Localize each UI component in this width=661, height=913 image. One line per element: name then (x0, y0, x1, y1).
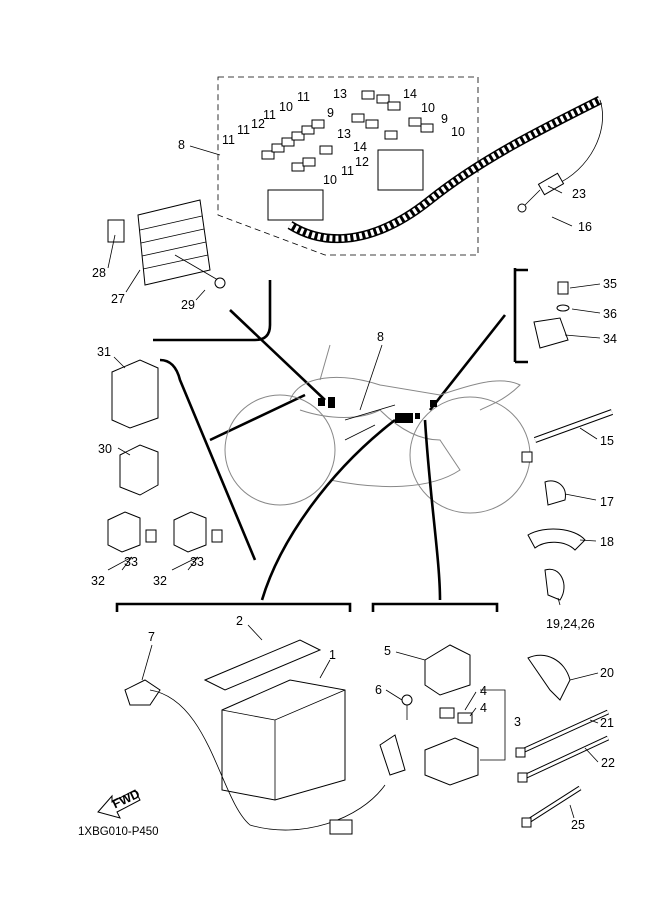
callout: 20 (600, 666, 614, 680)
callout: 3 (514, 715, 521, 729)
relays (107, 359, 223, 571)
callout: 28 (92, 266, 106, 280)
lower-left-bracket (115, 602, 352, 612)
callout: 31 (97, 345, 111, 359)
callout: 30 (98, 442, 112, 456)
callout: 33 (124, 555, 138, 569)
callout: 2 (236, 614, 243, 628)
callout: 22 (601, 756, 615, 770)
callout: 25 (571, 818, 585, 832)
callout: 27 (111, 292, 125, 306)
callout: 9 (327, 106, 334, 120)
callout: 21 (600, 716, 614, 730)
motorcycle-outline (224, 344, 531, 514)
callout: 6 (375, 683, 382, 697)
callout-labels: 13 14 10 9 9 10 11 11 10 12 11 11 13 14 … (91, 87, 617, 832)
callout: 10 (451, 125, 465, 139)
callout: 10 (421, 101, 435, 115)
callout: 13 (333, 87, 347, 101)
diagram-code: 1XBG010-P450 (78, 826, 159, 838)
callout: 12 (251, 117, 265, 131)
callout: 18 (600, 535, 614, 549)
callout: 7 (148, 630, 155, 644)
fuses (261, 90, 434, 172)
callout: 32 (153, 574, 167, 588)
callout: 1 (329, 648, 336, 662)
callout: 11 (237, 123, 250, 137)
callout: 14 (403, 87, 417, 101)
callout: 15 (600, 434, 614, 448)
callout: 10 (279, 100, 293, 114)
rectifier-regulator (107, 199, 226, 289)
callout: 11 (341, 164, 354, 178)
callout: 34 (603, 332, 617, 346)
callout: 11 (297, 90, 310, 104)
callout: 29 (181, 298, 195, 312)
callout: 35 (603, 277, 617, 291)
callout: 9 (441, 112, 448, 126)
callout: 12 (355, 155, 369, 169)
starter-relay (379, 644, 506, 786)
callout-bracket-top-left (153, 280, 272, 342)
callout: 10 (323, 173, 337, 187)
callout: 32 (91, 574, 105, 588)
callout: 5 (384, 644, 391, 658)
callout: 4 (480, 684, 487, 698)
leader-lines (107, 145, 601, 819)
harness-group-dashed-outline (217, 76, 479, 256)
wire-harness (267, 95, 603, 244)
callout: 19,24,26 (546, 617, 595, 631)
callout: 11 (222, 133, 235, 147)
callout: 13 (337, 127, 351, 141)
callout: 17 (600, 495, 614, 509)
callout: 4 (480, 701, 487, 715)
battery (124, 639, 386, 835)
callout: 36 (603, 307, 617, 321)
callout: 33 (190, 555, 204, 569)
lower-right-bracket (371, 602, 499, 612)
callout: 23 (572, 187, 586, 201)
callout: 14 (353, 140, 367, 154)
connector-34 (533, 281, 570, 349)
fwd-arrow-icon: FWD (97, 787, 142, 819)
callout: 11 (263, 108, 276, 122)
callout: 8 (178, 138, 185, 152)
callout: 16 (578, 220, 592, 234)
callout: 8 (377, 330, 384, 344)
clips-and-bands (515, 409, 614, 828)
